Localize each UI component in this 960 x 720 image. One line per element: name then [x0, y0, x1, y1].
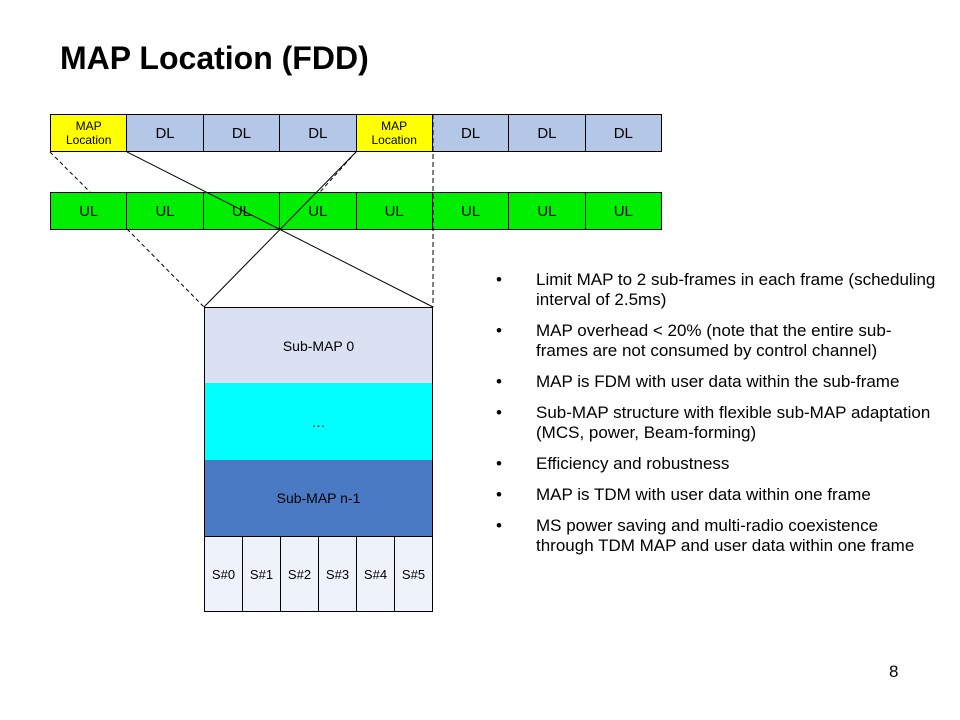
ul-cell: UL	[50, 192, 128, 230]
dashed-connector-line	[126, 228, 205, 308]
dl-cell: DL	[127, 114, 204, 152]
dl-cell: DL	[280, 114, 357, 152]
uplink-frame-row: UL UL UL UL UL UL UL UL	[50, 192, 662, 230]
ul-cell: UL	[356, 192, 433, 230]
bullet-item: MS power saving and multi-radio coexiste…	[490, 516, 940, 556]
dl-cell: DL	[509, 114, 586, 152]
ul-cell: UL	[432, 192, 510, 230]
slot-cell: S#5	[395, 536, 433, 612]
slot-cell: S#3	[319, 536, 357, 612]
bullet-item: MAP is FDM with user data within the sub…	[490, 372, 940, 392]
ul-cell: UL	[127, 192, 204, 230]
slot-cell: S#0	[204, 536, 243, 612]
slot-cell: S#2	[281, 536, 319, 612]
bullet-item: Efficiency and robustness	[490, 454, 940, 474]
slide-title: MAP Location (FDD)	[60, 40, 369, 76]
bullet-item: MAP overhead < 20% (note that the entire…	[490, 321, 940, 361]
ul-cell: UL	[509, 192, 586, 230]
solid-connector-line	[203, 151, 357, 308]
page-number: 8	[889, 662, 899, 681]
sub-map-ellipsis-block: …	[204, 383, 433, 461]
subframe-slots-row: S#0 S#1 S#2 S#3 S#4 S#5	[204, 536, 433, 612]
bullet-item: Sub-MAP structure with flexible sub-MAP …	[490, 403, 940, 443]
dl-cell: DL	[585, 114, 662, 152]
sub-map-n-minus-1-block: Sub-MAP n-1	[204, 460, 433, 537]
bullet-item: MAP is TDM with user data within one fra…	[490, 485, 940, 505]
ul-cell: UL	[280, 192, 357, 230]
bullet-item: Limit MAP to 2 sub-frames in each frame …	[490, 270, 940, 310]
dl-cell: DL	[203, 114, 281, 152]
ul-cell: UL	[585, 192, 662, 230]
sub-map-0-block: Sub-MAP 0	[204, 307, 433, 384]
dl-cell: DL	[432, 114, 510, 152]
bullet-list: Limit MAP to 2 sub-frames in each frame …	[490, 270, 940, 567]
slot-cell: S#1	[243, 536, 281, 612]
slot-cell: S#4	[357, 536, 395, 612]
dashed-connector-line	[49, 151, 91, 193]
